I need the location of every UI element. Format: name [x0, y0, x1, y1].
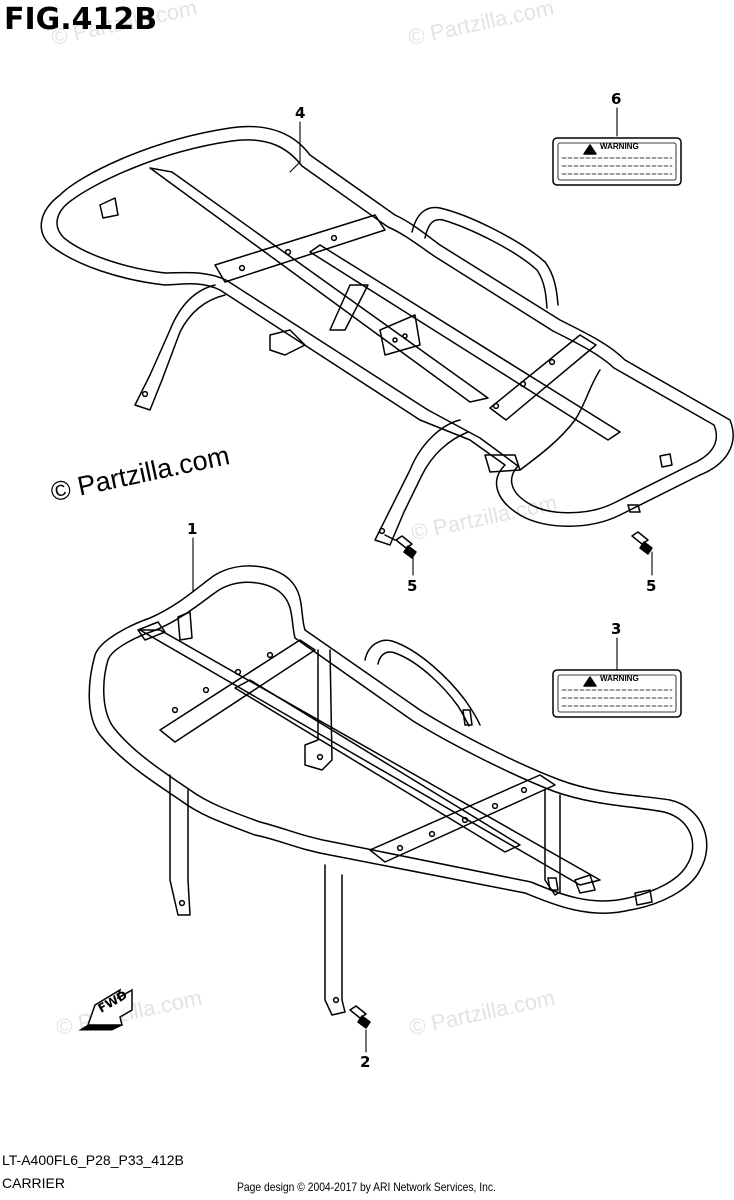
callout-1: 1: [187, 520, 198, 538]
fwd-arrow-icon: FWD: [78, 988, 133, 1031]
front-carrier-rack: [88, 565, 708, 1016]
warning-label-3: [552, 669, 682, 718]
callout-5-left: 5: [407, 577, 418, 595]
section-name: CARRIER: [2, 1175, 66, 1191]
figure-title: FIG.412B: [4, 2, 158, 37]
warning-label-6-text: WARNING: [600, 142, 639, 151]
warning-triangle-icon: [583, 676, 597, 687]
warning-triangle-icon: [583, 144, 597, 155]
callout-3: 3: [611, 620, 622, 638]
callout-5-right: 5: [646, 577, 657, 595]
bolt-bottom: [349, 1005, 371, 1029]
bolt-right: [631, 531, 653, 555]
model-code: LT-A400FL6_P28_P33_412B: [2, 1152, 184, 1168]
page-credit: Page design © 2004-2017 by ARI Network S…: [237, 1180, 496, 1194]
warning-label-6: [552, 137, 682, 186]
callout-6: 6: [611, 90, 622, 108]
warning-label-3-text: WARNING: [600, 674, 639, 683]
rear-carrier-rack: [40, 125, 734, 546]
bolt-left: [384, 534, 417, 559]
callout-4: 4: [295, 104, 306, 122]
callout-2: 2: [360, 1053, 371, 1071]
